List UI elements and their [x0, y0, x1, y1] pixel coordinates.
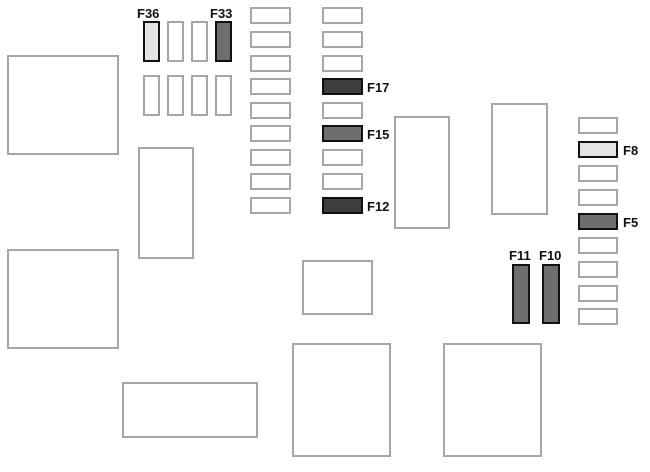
fuse-labels: F36 F33 F17 F15 F12 F11 F10 F8 F5 [137, 6, 638, 263]
fuse-slot [578, 261, 618, 278]
label-f10: F10 [539, 248, 561, 263]
fuse-slot [322, 149, 363, 166]
label-f11: F11 [509, 248, 531, 263]
fuse-slot [250, 78, 291, 95]
label-f8: F8 [623, 143, 638, 158]
relay-block-bottom-left [7, 249, 119, 349]
fuse-column-left [250, 7, 291, 214]
fuse-slot [578, 285, 618, 302]
relay-block-top-left [7, 55, 119, 155]
relay-block-right-tall [491, 103, 548, 215]
relay-block-center-small [302, 260, 373, 315]
relay-block-bottom-center [292, 343, 391, 457]
fuse-slot [250, 149, 291, 166]
fuse-slot [578, 117, 618, 134]
fuse-f8 [578, 141, 618, 158]
label-f5: F5 [623, 215, 638, 230]
fuse-slot [322, 102, 363, 119]
fuse-column-right [578, 117, 618, 325]
label-f33: F33 [210, 6, 232, 21]
fuse-f10 [542, 264, 560, 324]
fuse-slot [250, 55, 291, 72]
label-f36: F36 [137, 6, 159, 21]
fuse-slot [250, 125, 291, 142]
fuse-f33 [215, 21, 232, 62]
fuse-slot [578, 237, 618, 254]
fuse-f5 [578, 213, 618, 230]
label-f12: F12 [367, 199, 389, 214]
relay-block-left-mid [138, 147, 194, 259]
fuse-slot [578, 165, 618, 182]
fuse-slot [167, 21, 184, 62]
top-left-vertical-fuses [143, 21, 232, 116]
fuse-f36 [143, 21, 160, 62]
label-f15: F15 [367, 127, 389, 142]
fuse-slot [322, 7, 363, 24]
fuse-f15 [322, 125, 363, 142]
fuse-slot [578, 308, 618, 325]
label-f17: F17 [367, 80, 389, 95]
fuse-slot [250, 197, 291, 214]
fuse-slot [322, 55, 363, 72]
fuse-column-middle [322, 7, 363, 214]
fuse-slot [250, 7, 291, 24]
fuse-f11 [512, 264, 530, 324]
relay-blocks [7, 55, 548, 457]
fuse-slot [143, 75, 160, 116]
relay-block-center-tall [394, 116, 450, 229]
fuse-slot [322, 31, 363, 48]
relay-block-bottom-wide [122, 382, 258, 438]
tall-fuses [512, 264, 560, 324]
fuse-slot [250, 31, 291, 48]
fuse-slot [250, 102, 291, 119]
fuse-slot [250, 173, 291, 190]
fuse-slot [191, 75, 208, 116]
fuse-f17 [322, 78, 363, 95]
fuse-slot [578, 189, 618, 206]
fuse-slot [215, 75, 232, 116]
fuse-slot [322, 173, 363, 190]
relay-block-bottom-right [443, 343, 542, 457]
fuse-f12 [322, 197, 363, 214]
fuse-slot [191, 21, 208, 62]
fuse-slot [167, 75, 184, 116]
